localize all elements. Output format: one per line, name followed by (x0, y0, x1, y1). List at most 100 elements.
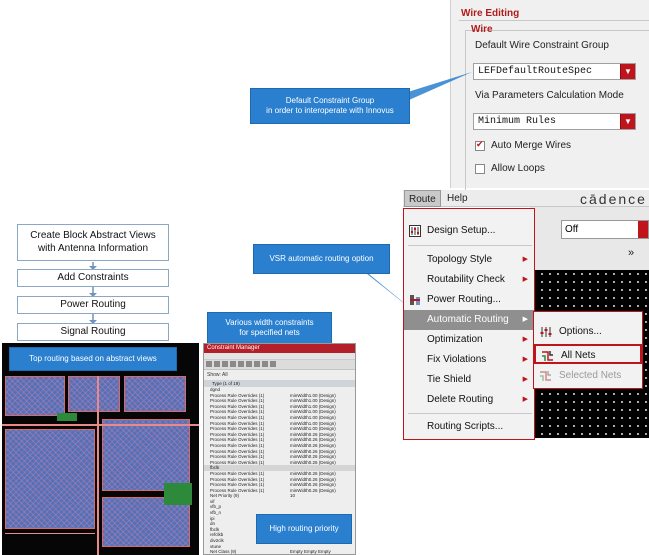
table-row[interactable]: vfb_p (204, 504, 355, 510)
submenu-item-options[interactable]: Options... (534, 322, 642, 342)
table-row[interactable]: Process Rule Overrides (1)minWidth1.00 (… (204, 393, 355, 399)
cm-menubar[interactable] (204, 353, 355, 360)
default-group-combo[interactable]: LEFDefaultRouteSpec ▼ (473, 63, 636, 80)
tool-icon[interactable] (254, 361, 260, 367)
table-row[interactable]: Process Rule Overrides (1) minWidth0.26 (… (204, 437, 355, 443)
table-row[interactable]: Process Rule Overrides (1)minWidth0.26 (… (204, 449, 355, 455)
table-row[interactable]: Process Rule Overrides (1) minWidth0.26 (… (204, 432, 355, 438)
row-name: Process Rule Overrides (1) (210, 437, 265, 443)
cm-toolbar[interactable] (204, 360, 355, 370)
row-name: Process Rule Overrides (1) (210, 420, 265, 426)
layout-route-line (5, 533, 95, 534)
table-row[interactable]: dn (204, 521, 355, 527)
submenu-arrow-icon: ▶ (522, 336, 528, 343)
menu-item-tie-shield[interactable]: Tie Shield▶ (404, 370, 534, 390)
table-row[interactable]: vfb_n (204, 510, 355, 516)
overflow-chevron-icon[interactable]: » (628, 247, 635, 259)
power-routing-icon (410, 295, 420, 305)
table-row[interactable]: ipi (204, 516, 355, 522)
menu-item-optimization[interactable]: Optimization ▶ (404, 330, 534, 350)
cm-show-value[interactable]: All (222, 372, 228, 378)
table-row[interactable]: Process Rule Overrides (1)minWidth1.00 (… (204, 421, 355, 427)
table-row[interactable]: Process Rule Overrides (1)minWidth1.00 (… (204, 409, 355, 415)
menu-item-label: Optimization (427, 334, 483, 345)
menu-item-routing-scripts[interactable]: Routing Scripts... (404, 417, 534, 437)
table-row[interactable]: Process Rule Overrides (1)minWidth1.00 (… (204, 415, 355, 421)
table-row[interactable]: fbclk (204, 527, 355, 533)
row-value: minWidth0.26 (Design) (290, 431, 336, 437)
row-value: minWidth0.26 (Design) (290, 437, 336, 443)
tool-icon[interactable] (246, 361, 252, 367)
default-group-callout: Default Constraint Group in order to int… (250, 88, 410, 124)
table-row[interactable]: fbclk (204, 465, 355, 471)
via-mode-combo[interactable]: Minimum Rules ▼ (473, 113, 636, 130)
menu-item-topology-style[interactable]: Topology Style▶ (404, 250, 534, 270)
row-name: Net Class (9) (210, 549, 237, 555)
default-group-value: LEFDefaultRouteSpec (478, 66, 593, 77)
row-name: Process Rule Overrides (1) (210, 442, 265, 448)
tool-icon[interactable] (270, 361, 276, 367)
auto-merge-checkbox[interactable] (475, 139, 485, 151)
table-row[interactable]: Process Rule Overrides (1)minWidth1.00 (… (204, 426, 355, 432)
menu-help[interactable]: Help (447, 193, 468, 204)
layout-view[interactable]: Top routing based on abstract views (2, 343, 199, 555)
table-row[interactable]: Process Rule Overrides (1)minWidth0.26 (… (204, 488, 355, 494)
menu-item-delete-routing[interactable]: Delete Routing▶ (404, 390, 534, 410)
table-row[interactable]: Process Rule Overrides (1)minWidth1.00 (… (204, 404, 355, 410)
table-row[interactable]: div2clk (204, 538, 355, 544)
row-name: refclkb (210, 532, 224, 538)
row-name: Process Rule Overrides (1) (210, 403, 265, 409)
design-setup-icon (409, 225, 421, 237)
table-row[interactable]: refclkb (204, 532, 355, 538)
menu-item-label: Fix Violations (427, 354, 487, 365)
mode-combo[interactable]: Off (561, 220, 649, 239)
menu-item-routability-check[interactable]: Routability Check▶ (404, 270, 534, 290)
menu-item-automatic-routing[interactable]: Automatic Routing▶ (404, 310, 534, 330)
table-row[interactable]: vtune (204, 544, 355, 550)
menu-item-design-setup[interactable]: Design Setup... (404, 221, 534, 241)
table-row[interactable]: Process Rule Overrides (1)minWidth0.26 (… (204, 477, 355, 483)
layout-green-region (57, 413, 77, 421)
row-name: Process Rule Overrides (1) (210, 431, 265, 437)
layout-green-region (164, 483, 192, 505)
submenu-item-label: All Nets (561, 350, 596, 361)
submenu-item-selected-nets[interactable]: Selected Nets (534, 366, 642, 386)
tool-icon[interactable] (238, 361, 244, 367)
menu-route[interactable]: Route (404, 190, 441, 207)
chevron-down-icon[interactable] (638, 221, 648, 238)
menu-item-label: Automatic Routing (427, 314, 509, 325)
table-row[interactable]: Process Rule Overrides (1)minWidth0.26 (… (204, 454, 355, 460)
constraint-manager-window[interactable]: Constraint Manager Show: All Type (1 of … (203, 343, 356, 555)
cm-table-header: Type (1 of 19) (204, 380, 355, 387)
row-name: fbclk (210, 465, 220, 471)
table-row[interactable]: Process Rule Overrides (1)minWidth1.00 (… (204, 398, 355, 404)
chevron-down-icon[interactable]: ▼ (620, 64, 635, 79)
table-row[interactable]: dgnd (204, 387, 355, 393)
table-row[interactable]: Process Rule Overrides (1)minWidth0.26 (… (204, 460, 355, 466)
table-row[interactable]: Process Rule Overrides (1)minWidth0.26 (… (204, 471, 355, 477)
row-name: Process Rule Overrides (1) (210, 487, 265, 493)
menu-item-fix-violations[interactable]: Fix Violations▶ (404, 350, 534, 370)
submenu-item-all-nets[interactable]: All Nets (534, 344, 642, 364)
table-row[interactable]: Process Rule Overrides (1)minWidth0.26 (… (204, 443, 355, 449)
menu-item-power-routing[interactable]: Power Routing... (404, 290, 534, 310)
chevron-down-icon[interactable]: ▼ (620, 114, 635, 129)
row-value: minWidth0.26 (Design) (290, 482, 336, 488)
flow-step-power: Power Routing (17, 296, 169, 314)
tool-icon[interactable] (222, 361, 228, 367)
table-row[interactable]: vif (204, 499, 355, 505)
layout-block (102, 497, 190, 547)
row-value: minWidth0.26 (Design) (290, 448, 336, 454)
table-row[interactable]: Net Class (9)Empty Empty Empty (204, 549, 355, 555)
table-row[interactable]: Net Priority (9)10 (204, 493, 355, 499)
tool-icon[interactable] (230, 361, 236, 367)
menu-item-label: Delete Routing (427, 394, 494, 405)
row-name: vfb_n (210, 510, 222, 516)
layout-block (102, 419, 190, 491)
tool-icon[interactable] (262, 361, 268, 367)
allow-loops-checkbox[interactable] (475, 164, 485, 174)
table-row[interactable]: Process Rule Overrides (1)minWidth0.26 (… (204, 482, 355, 488)
tool-icon[interactable] (206, 361, 212, 367)
tool-icon[interactable] (214, 361, 220, 367)
menu-item-label: Power Routing... (427, 294, 501, 305)
